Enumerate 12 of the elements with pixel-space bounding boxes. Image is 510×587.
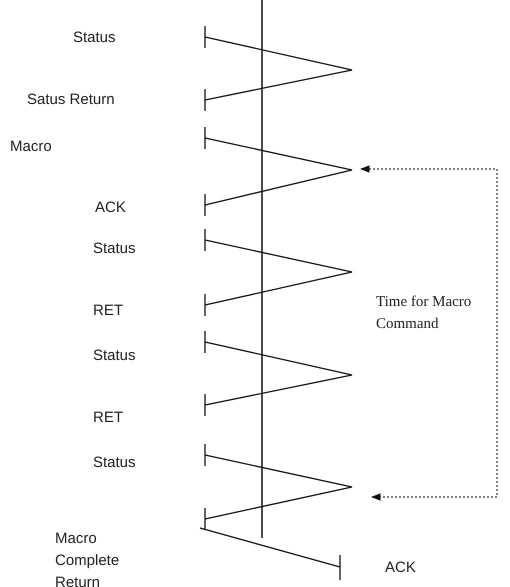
message-label: Status — [93, 240, 136, 258]
message-label: Status — [73, 29, 116, 47]
message-label: Satus Return — [27, 91, 115, 109]
message-label: RET — [93, 409, 123, 427]
message-label: Status — [93, 454, 136, 472]
message-label: Macro — [10, 138, 52, 156]
message-label: RET — [93, 302, 123, 320]
message-label: Status — [93, 347, 136, 365]
message-label: ACK — [385, 559, 416, 577]
message-label: Time for Macro Command — [376, 293, 472, 334]
message-label: Macro Complete Return — [55, 529, 120, 587]
message-label: ACK — [95, 199, 126, 217]
